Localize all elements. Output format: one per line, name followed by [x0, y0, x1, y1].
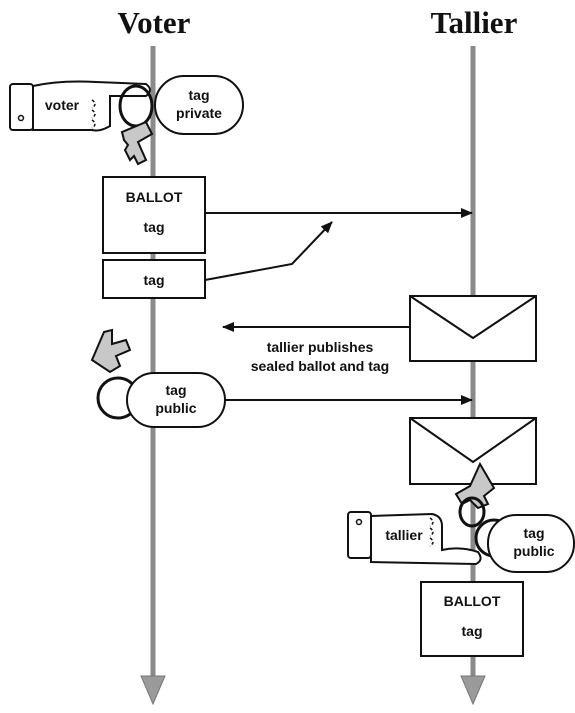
public-tag-tallier-line1: tag	[524, 525, 545, 541]
publish-note-line1: tallier publishes	[267, 339, 374, 355]
voter-hand-label: voter	[45, 97, 80, 113]
tag-box-label: tag	[144, 272, 165, 288]
voter-header: Voter	[118, 5, 191, 40]
voter-ballot-box: BALLOT tag	[102, 176, 206, 254]
tallier-ballot-box: BALLOT tag	[420, 581, 524, 657]
public-tag-tallier: tag public	[487, 514, 575, 573]
public-tag-voter-line1: tag	[166, 382, 187, 398]
tallier-hand-icon: tallier	[347, 511, 482, 566]
tallier-ballot-tag: tag	[462, 623, 483, 639]
voter-ballot-tag: tag	[144, 219, 165, 235]
public-tag-voter: tag public	[126, 372, 226, 428]
voter-hand-icon: voter	[9, 80, 151, 132]
tallier-header: Tallier	[431, 5, 518, 40]
voter-ballot-title: BALLOT	[126, 189, 183, 205]
private-tag-line2: private	[176, 105, 222, 121]
tallier-ballot-title: BALLOT	[444, 593, 501, 609]
private-key-icon	[118, 84, 154, 166]
tallier-hand-label: tallier	[385, 527, 423, 543]
voter-timeline	[140, 46, 166, 706]
private-tag-line1: tag	[189, 87, 210, 103]
public-tag-tallier-line2: public	[513, 543, 554, 559]
public-tag-voter-line2: public	[155, 400, 196, 416]
private-tag: tag private	[154, 75, 244, 135]
envelope-icon-tallier	[409, 417, 537, 485]
tag-box: tag	[102, 259, 206, 299]
tallier-timeline	[460, 46, 486, 706]
send-tag-arrow	[204, 221, 333, 281]
publish-note-line2: sealed ballot and tag	[251, 358, 389, 374]
sealed-envelope-icon	[409, 295, 537, 362]
